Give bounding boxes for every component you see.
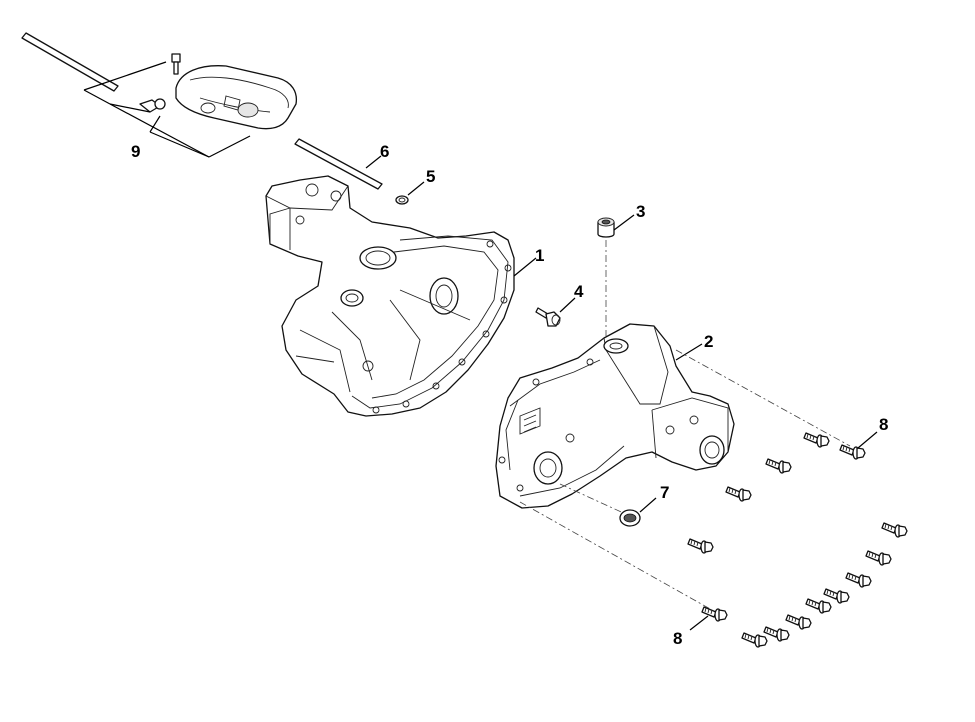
bolt-2	[839, 444, 866, 460]
bolt-5	[687, 538, 714, 554]
callout-2: 2	[704, 332, 713, 351]
bolt-13	[741, 632, 768, 648]
part-6-rod	[294, 138, 383, 190]
bolt-12	[763, 626, 790, 642]
bolt-3	[765, 458, 792, 474]
part-8-bolts	[687, 432, 908, 648]
part-9-reservoir-assembly	[21, 32, 298, 158]
bolt-6	[881, 522, 908, 538]
bolt-4	[725, 486, 752, 502]
callout-5: 5	[426, 167, 435, 186]
part-5-washer	[395, 181, 425, 205]
part-3-cap	[597, 214, 635, 336]
bolt-11	[785, 614, 812, 630]
leader-8-lower	[689, 615, 709, 631]
bolt-10	[805, 598, 832, 614]
callout-3: 3	[636, 202, 645, 221]
callout-7: 7	[660, 483, 669, 502]
part-2-cover-housing	[495, 323, 735, 509]
bolt-8	[845, 572, 872, 588]
callout-1: 1	[535, 246, 544, 265]
callout-6: 6	[380, 142, 389, 161]
bolt-7	[865, 550, 892, 566]
leader-8-upper	[857, 431, 878, 449]
part-7-seal	[619, 497, 657, 527]
alignment-lines	[519, 349, 851, 611]
part-1-main-housing	[265, 175, 537, 417]
callout-9: 9	[131, 142, 140, 161]
callout-8-lower: 8	[673, 629, 682, 648]
bolt-9	[823, 588, 850, 604]
callout-4: 4	[574, 282, 584, 301]
part-4-breather	[535, 297, 576, 327]
callout-labels: 1 2 3 4 5 6 7 8 8 9	[131, 142, 888, 648]
bolt-1	[803, 432, 830, 448]
callout-8-upper: 8	[879, 415, 888, 434]
bolt-14	[701, 606, 728, 622]
